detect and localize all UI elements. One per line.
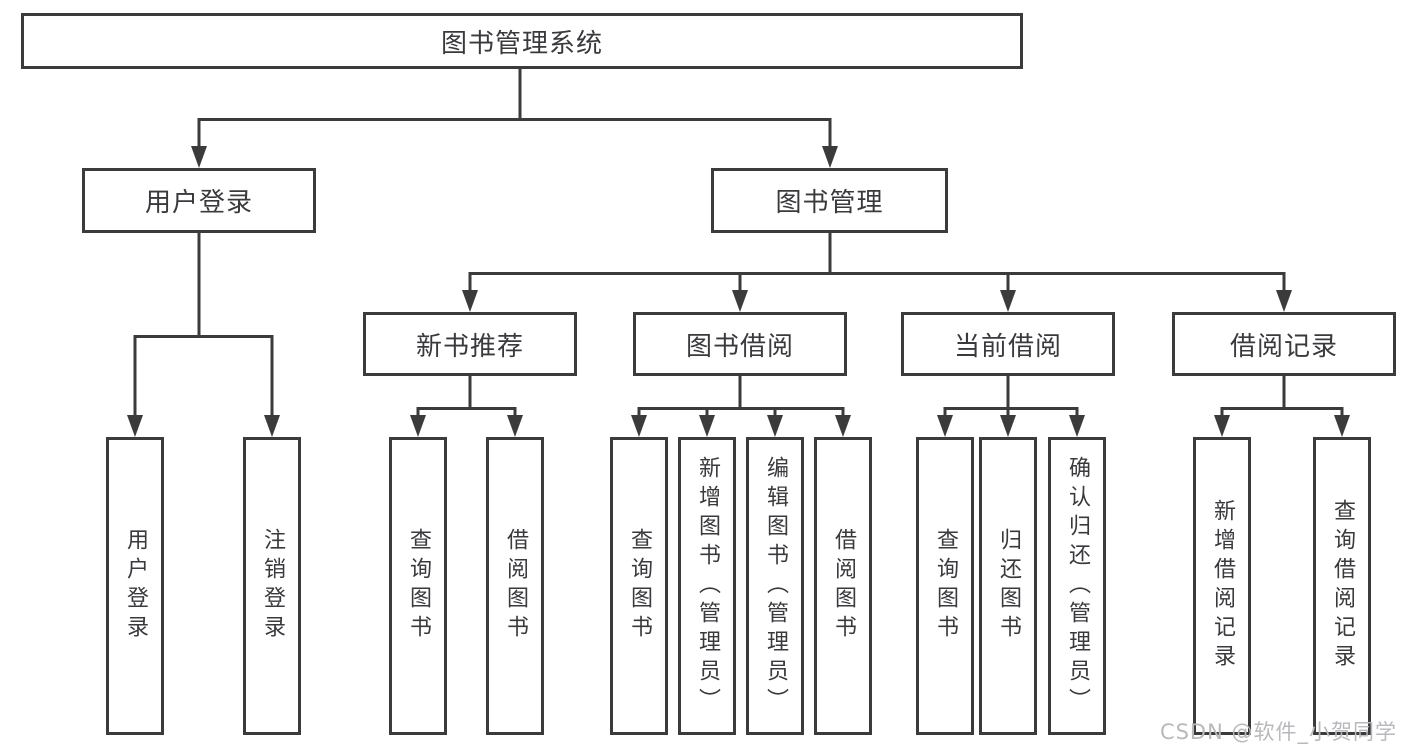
leaf-cb-confirm-return-admin: 确认归还（管理员） bbox=[1048, 437, 1106, 735]
leaf-bb-query-books: 查询图书 bbox=[610, 437, 668, 735]
node-borrow-records-label: 借阅记录 bbox=[1229, 331, 1338, 362]
node-current-borrow: 当前借阅 bbox=[901, 312, 1115, 376]
leaf-br-query-record: 查询借阅记录 bbox=[1313, 437, 1371, 735]
node-root: 图书管理系统 bbox=[21, 13, 1023, 69]
csdn-watermark: CSDN @软件_小贺同学 bbox=[1159, 720, 1397, 744]
node-book-borrow: 图书借阅 bbox=[633, 312, 847, 376]
leaf-nbr-query-books: 查询图书 bbox=[389, 437, 447, 735]
node-book-borrow-label: 图书借阅 bbox=[685, 331, 794, 362]
leaf-nbr-query-books-label: 查询图书 bbox=[406, 528, 431, 644]
node-book-management-label: 图书管理 bbox=[775, 188, 884, 218]
node-borrow-records: 借阅记录 bbox=[1172, 312, 1396, 376]
leaf-bb-borrow-books-label: 借阅图书 bbox=[831, 528, 856, 644]
leaf-bb-borrow-books: 借阅图书 bbox=[814, 437, 872, 735]
leaf-cb-confirm-return-admin-label: 确认归还（管理员） bbox=[1065, 455, 1090, 717]
leaf-user-login: 用户登录 bbox=[106, 437, 164, 735]
leaf-cb-return-books: 归还图书 bbox=[979, 437, 1037, 735]
leaf-bb-add-books-admin: 新增图书（管理员） bbox=[678, 437, 736, 735]
leaf-user-login-label: 用户登录 bbox=[123, 528, 148, 644]
node-current-borrow-label: 当前借阅 bbox=[953, 331, 1062, 362]
leaf-nbr-borrow-books-label: 借阅图书 bbox=[503, 528, 528, 644]
leaf-logout-label: 注销登录 bbox=[260, 528, 285, 644]
node-user-login-label: 用户登录 bbox=[144, 188, 253, 218]
leaf-cb-query-books-label: 查询图书 bbox=[933, 528, 958, 644]
node-book-management: 图书管理 bbox=[711, 168, 948, 233]
node-new-book-recommend: 新书推荐 bbox=[363, 312, 577, 376]
node-user-login: 用户登录 bbox=[82, 168, 316, 233]
leaf-logout: 注销登录 bbox=[243, 437, 301, 735]
leaf-cb-return-books-label: 归还图书 bbox=[996, 528, 1021, 644]
leaf-bb-edit-books-admin: 编辑图书（管理员） bbox=[746, 437, 804, 735]
leaf-br-query-record-label: 查询借阅记录 bbox=[1330, 499, 1355, 673]
leaf-br-add-record-label: 新增借阅记录 bbox=[1210, 499, 1235, 673]
leaf-bb-query-books-label: 查询图书 bbox=[627, 528, 652, 644]
leaf-bb-edit-books-admin-label: 编辑图书（管理员） bbox=[763, 455, 788, 717]
leaf-nbr-borrow-books: 借阅图书 bbox=[486, 437, 544, 735]
leaf-bb-add-books-admin-label: 新增图书（管理员） bbox=[695, 455, 720, 717]
node-new-book-recommend-label: 新书推荐 bbox=[415, 331, 524, 362]
leaf-br-add-record: 新增借阅记录 bbox=[1193, 437, 1251, 735]
node-root-label: 图书管理系统 bbox=[440, 28, 603, 59]
leaf-cb-query-books: 查询图书 bbox=[916, 437, 974, 735]
